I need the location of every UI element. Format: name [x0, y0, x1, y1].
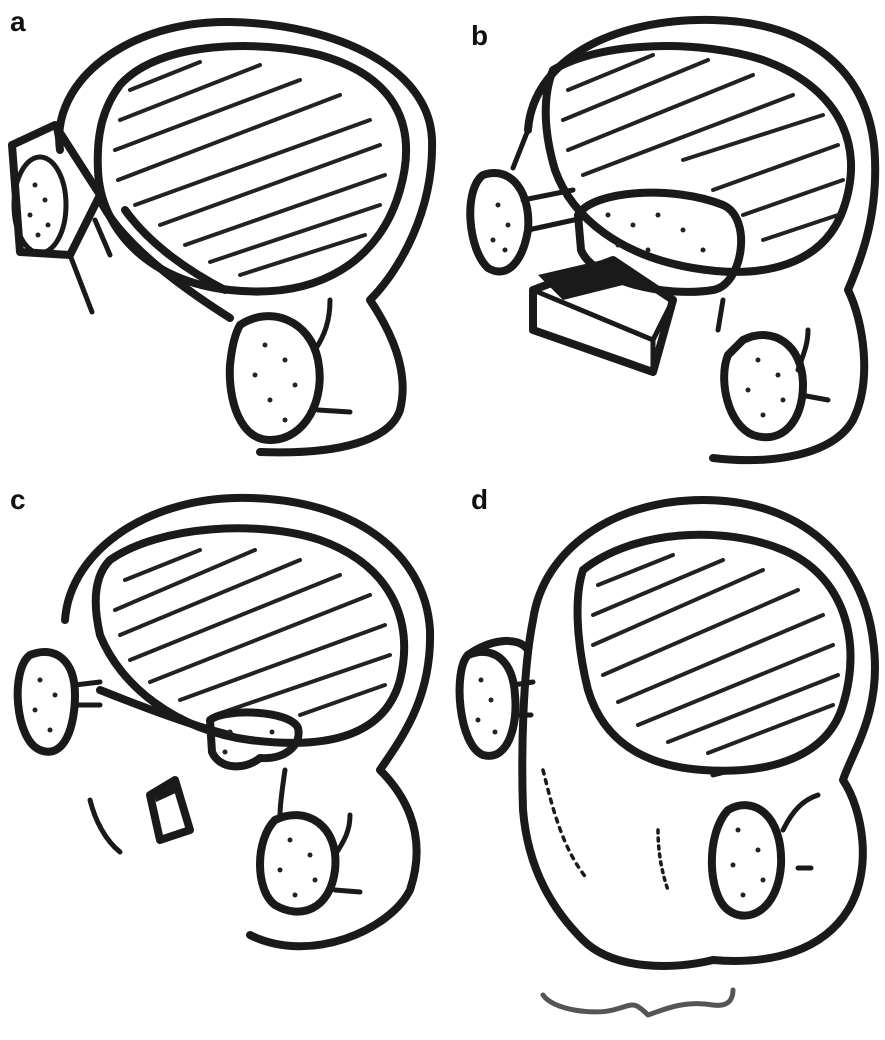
illustration-a: [0, 0, 442, 470]
illustration-c: [0, 470, 442, 990]
stipple-c-left: [18, 652, 75, 752]
hatching-d: [593, 555, 838, 753]
panel-c: c: [0, 470, 442, 990]
panel-d: d: [443, 470, 885, 990]
illustration-d: [443, 470, 885, 1040]
panel-a: a: [0, 0, 442, 520]
stipple-a-left: [14, 157, 66, 253]
stipple-d-left: [460, 652, 516, 756]
stipple-a-bottom: [230, 316, 320, 440]
panel-b: b: [443, 0, 885, 520]
stipple-b-left: [470, 173, 528, 271]
stipple-d-bottom: [712, 805, 781, 915]
illustration-b: [443, 0, 885, 470]
stipple-c-bottom: [260, 815, 335, 912]
stipple-b-bottom: [724, 335, 803, 437]
hatching-c: [115, 550, 390, 715]
